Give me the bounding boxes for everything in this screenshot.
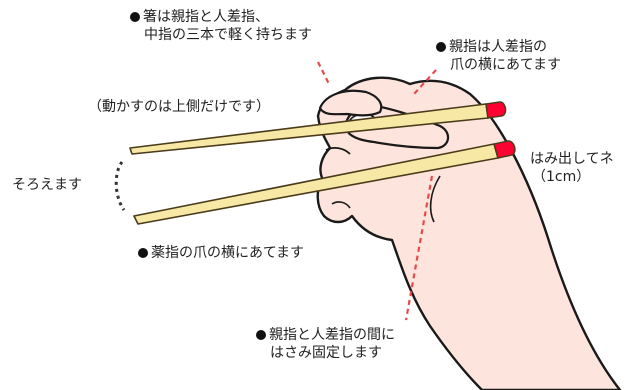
label-hold: 箸は親指と人差指、 中指の三本で軽く持ちます: [130, 8, 312, 44]
upper-chopstick: [129, 101, 507, 155]
finger-crease-1: [325, 147, 351, 155]
bullet-icon: [256, 330, 266, 340]
bullet-icon: [138, 248, 148, 258]
leader-line-fix: [404, 175, 434, 321]
index-finger: [318, 89, 383, 117]
label-thumb: 親指は人差指の 爪の横にあてます: [436, 38, 561, 74]
label-fix: 親指と人差指の間に はさみ固定します: [256, 326, 395, 362]
label-move-upper: （動かすのは上側だけです）: [88, 99, 270, 115]
label-ring-finger: 薬指の爪の横にあてます: [138, 244, 304, 262]
hand-silhouette: [316, 76, 622, 390]
finger-crease-3: [331, 201, 351, 209]
align-bracket: [114, 161, 126, 211]
bullet-icon: [436, 42, 446, 52]
label-stick-out: はみ出してネ （1cm）: [530, 151, 614, 185]
leader-line-hold: [317, 61, 331, 87]
lower-chopstick: [133, 140, 516, 225]
bullet-icon: [130, 12, 140, 22]
wrist-crease: [429, 175, 441, 223]
label-align: そろえます: [12, 177, 82, 193]
leader-line-thumb: [413, 69, 437, 95]
